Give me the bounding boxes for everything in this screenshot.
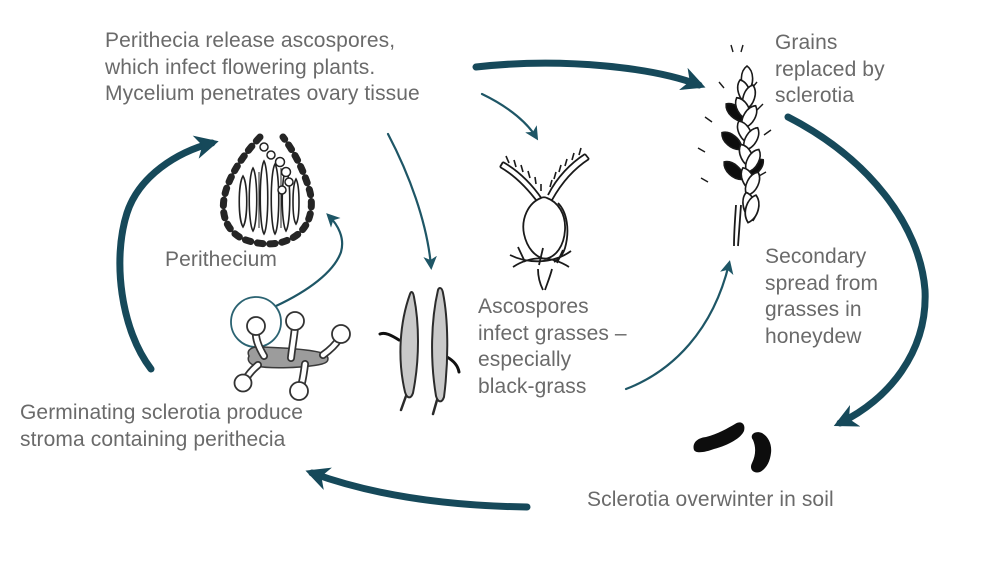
ascospores-illustration [378, 287, 461, 416]
perithecium-illustration [219, 133, 315, 248]
label-perithecia-release: Perithecia release ascospores, which inf… [105, 29, 420, 105]
arrow-sclerotia-in-soil-to-germinating-text [305, 467, 531, 511]
label-ascospores-infect: Ascospores infect grasses – especially b… [478, 295, 627, 398]
sclerotia-in-soil-illustration [693, 422, 772, 473]
label-perithecium: Perithecium [165, 248, 277, 271]
arrow-stroma-magnifier-to-perithecium [274, 213, 344, 308]
arrow-perithecia-text-to-wheat-ear [472, 59, 706, 91]
germinating-sclerotium-stroma-illustration [230, 296, 351, 401]
arrow-text-to-floret [480, 92, 539, 141]
label-secondary-spread: Secondary spread from grasses in honeyde… [765, 245, 879, 348]
grass-floret-illustration [499, 147, 590, 291]
arrow-germinating-text-to-perithecia-text [116, 135, 219, 373]
arrow-wheat-ear-to-sclerotia-in-soil [784, 113, 929, 427]
label-germinating-sclerotia: Germinating sclerotia produce stroma con… [20, 401, 304, 451]
arrow-text-to-ascospores [386, 132, 437, 270]
arrow-black-grass-to-wheat-ear [624, 260, 734, 391]
wheat-ear-with-sclerotia-illustration [697, 44, 772, 247]
label-grains-replaced: Grains replaced by sclerotia [775, 31, 885, 107]
label-sclerotia-overwinter: Sclerotia overwinter in soil [587, 488, 834, 511]
